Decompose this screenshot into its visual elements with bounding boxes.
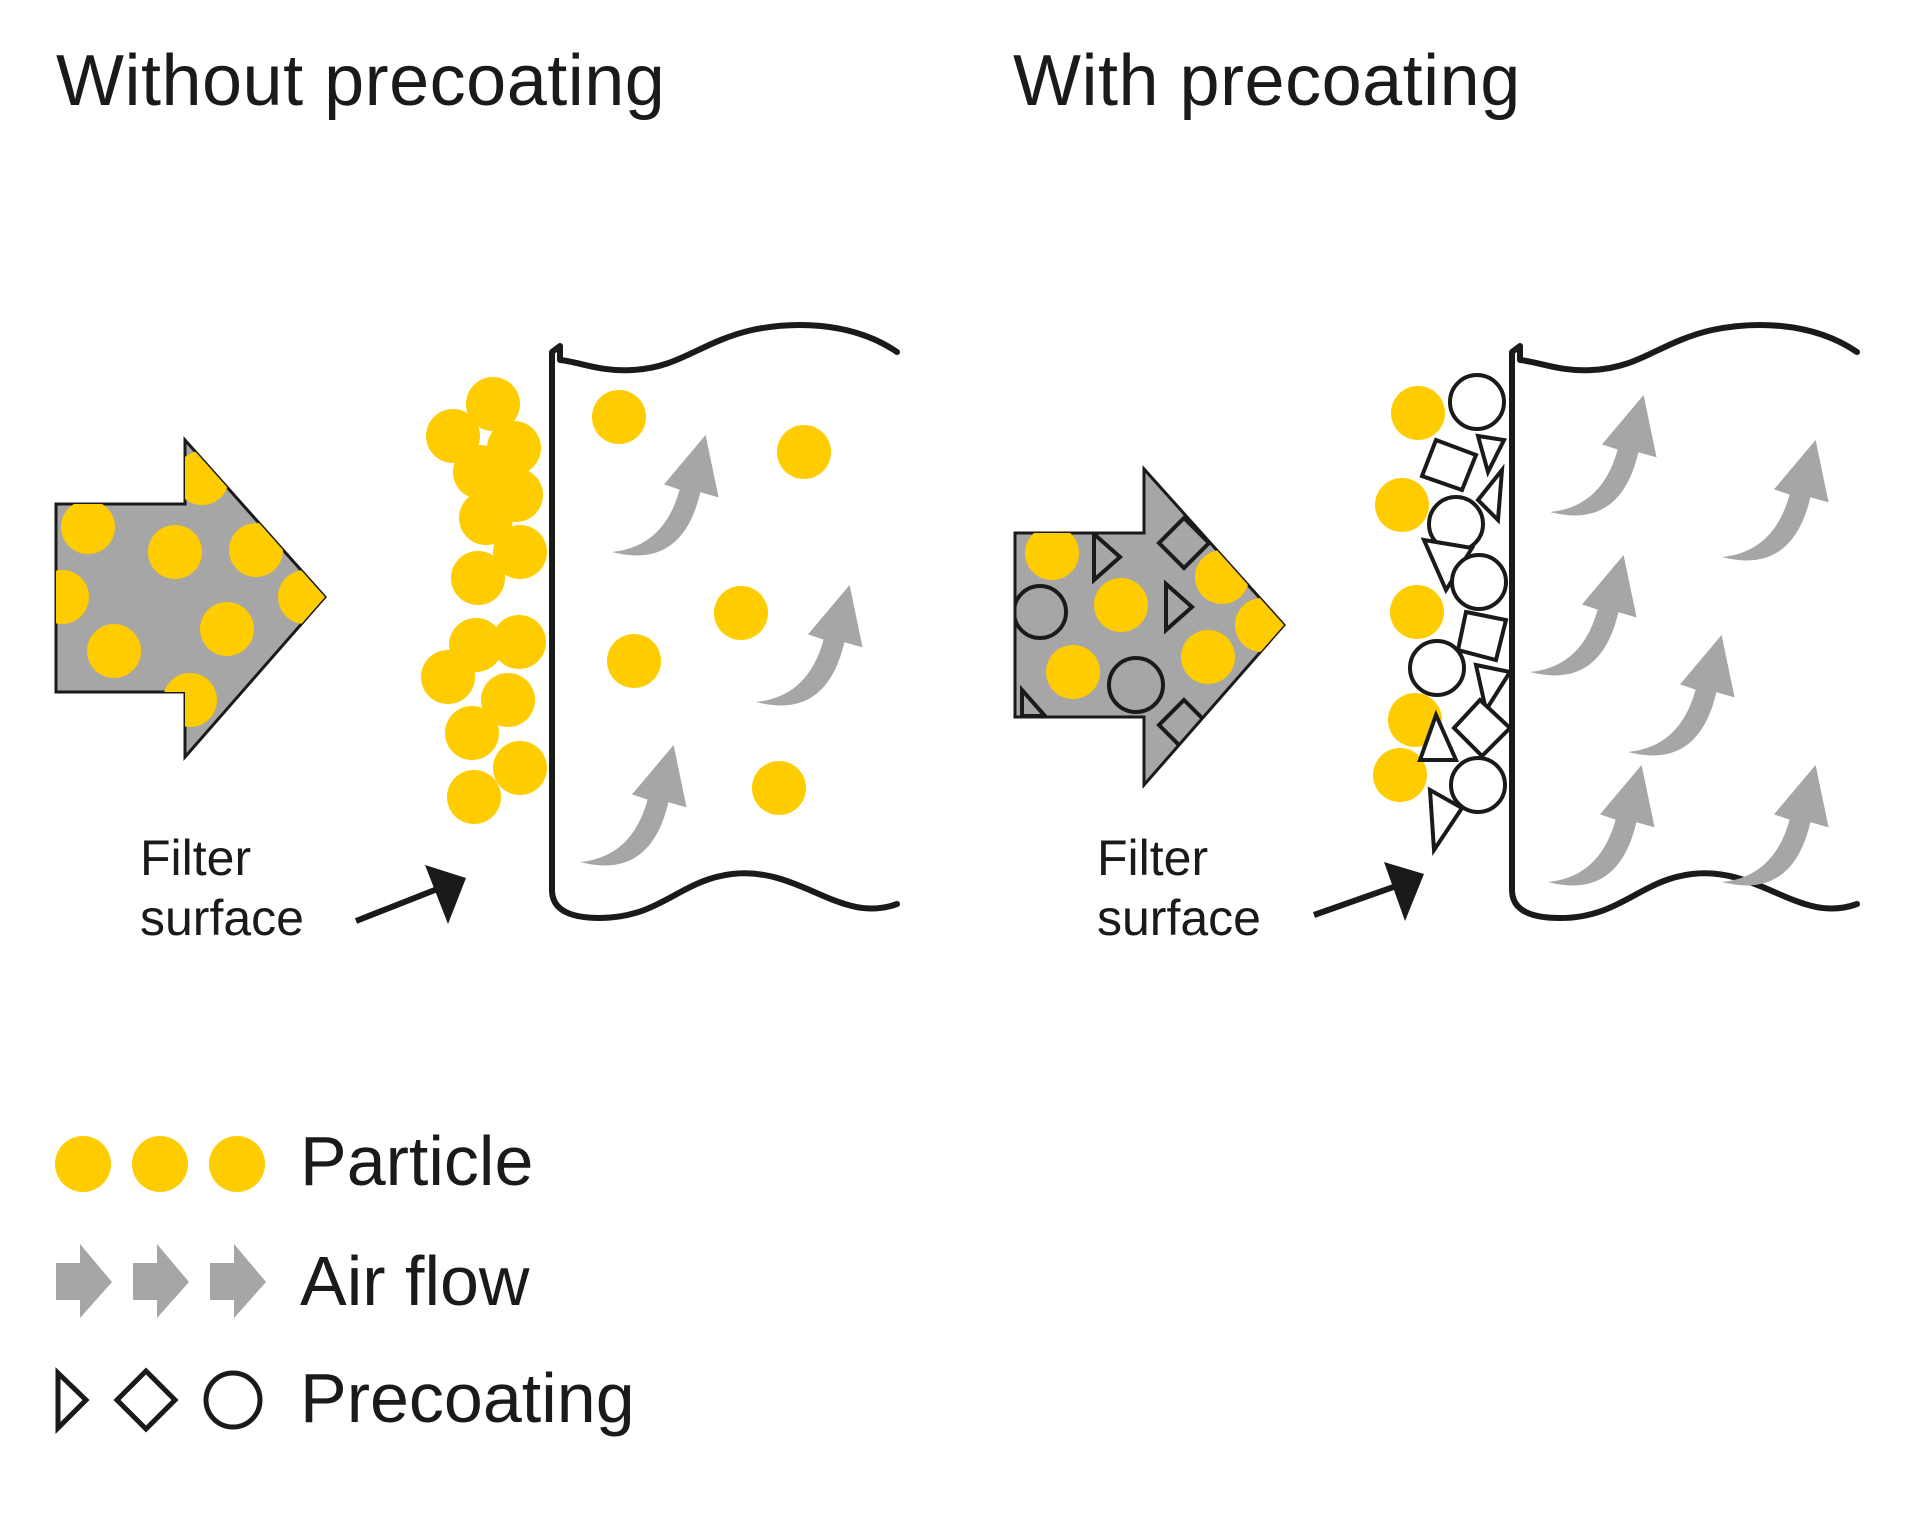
right-precoating-layer (1408, 373, 1514, 857)
right-filter-surface-pointer-icon (1313, 862, 1424, 921)
legend-air-flow-label: Air flow (300, 1242, 530, 1320)
left-particle-cake (421, 377, 547, 824)
left-passed-particles (592, 390, 831, 815)
right-filter-surface-caption: Filter surface (1097, 828, 1261, 948)
legend-precoating-icon (55, 1367, 263, 1435)
right-caption-line1: Filter (1097, 830, 1209, 886)
legend-air-flow-icon (56, 1244, 266, 1318)
left-caption-line1: Filter (140, 830, 252, 886)
legend-particle-icon (55, 1136, 265, 1192)
right-particle-cake (1373, 386, 1445, 802)
right-panel-title: With precoating (1013, 41, 1521, 121)
right-flow-arrows (1530, 395, 1829, 886)
left-filter-outline (549, 322, 900, 921)
right-filter-outline (1509, 322, 1860, 921)
right-caption-line2: surface (1097, 890, 1261, 946)
legend-particle-label: Particle (300, 1122, 534, 1200)
legend-precoating-label: Precoating (300, 1359, 635, 1437)
left-caption-line2: surface (140, 890, 304, 946)
left-filter-surface-caption: Filter surface (140, 828, 304, 948)
left-panel-title: Without precoating (56, 41, 666, 121)
left-filter-surface-pointer-icon (354, 865, 466, 924)
right-airflow-arrow (1013, 465, 1287, 789)
left-airflow-arrow (54, 436, 328, 761)
